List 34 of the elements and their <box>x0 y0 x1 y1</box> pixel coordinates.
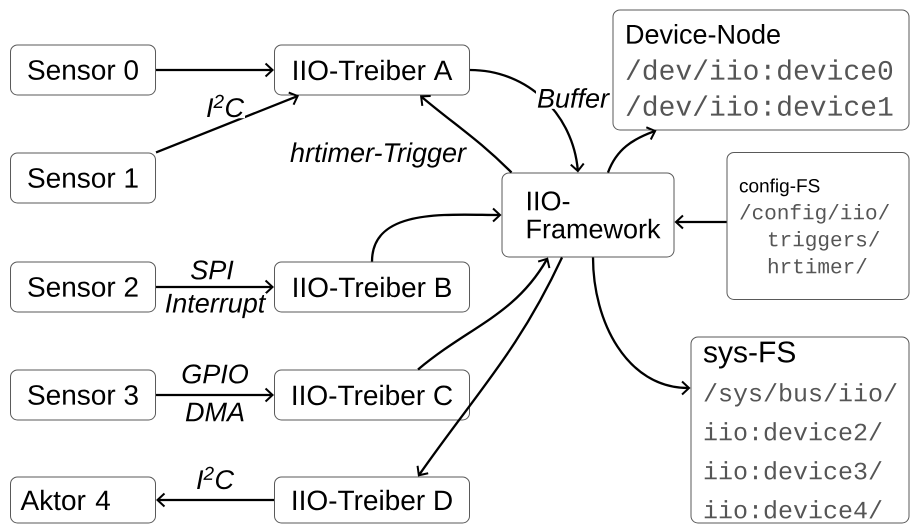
arrow <box>674 214 726 230</box>
edge-label: SPI <box>189 259 235 281</box>
node-box: IIO-Treiber C <box>274 369 470 420</box>
node-box: IIO-Framework <box>502 172 674 258</box>
arrow <box>156 92 300 154</box>
arrow <box>156 62 274 78</box>
edge-label: Buffer <box>536 87 610 109</box>
node-box: IIO-Treiber D <box>274 476 470 524</box>
node-box: Sensor 3 <box>10 369 156 420</box>
node-box: Sensor 1 <box>10 152 156 204</box>
node-box: Sensor 2 <box>10 262 156 312</box>
signal-label: Interrupt <box>164 292 266 320</box>
node-box: Sensor 0 <box>10 44 156 96</box>
arrow <box>156 492 274 508</box>
arrow <box>156 280 274 294</box>
arrow <box>416 256 564 476</box>
arrow <box>592 257 690 396</box>
arrow <box>470 68 585 172</box>
info-box: Device-Node /dev/iio:device0 /dev/iio:device1 <box>612 10 910 130</box>
edge-label: GPIO <box>180 363 250 385</box>
info-box: config-FS /config/iio/ triggers/ hrtimer/ <box>726 152 910 300</box>
arrow <box>370 208 502 262</box>
node-box: IIO-Treiber A <box>274 44 470 96</box>
arrow <box>420 94 512 174</box>
arrow <box>606 126 656 173</box>
edge-label: I$^{2}$C <box>205 94 246 118</box>
signal-label: DMA <box>184 402 246 422</box>
arrow <box>156 388 274 402</box>
edge-label: I$^{2}$C <box>195 466 236 490</box>
node-box: IIO-Treiber B <box>274 262 470 312</box>
edge-label: hrtimer-Trigger <box>289 141 468 169</box>
node-box: Aktor 4 <box>10 476 156 524</box>
arrow <box>417 257 550 370</box>
info-box: sys-FS /sys/bus/iio/ iio:device2/ iio:device3/ iio:device4/ <box>690 336 910 524</box>
